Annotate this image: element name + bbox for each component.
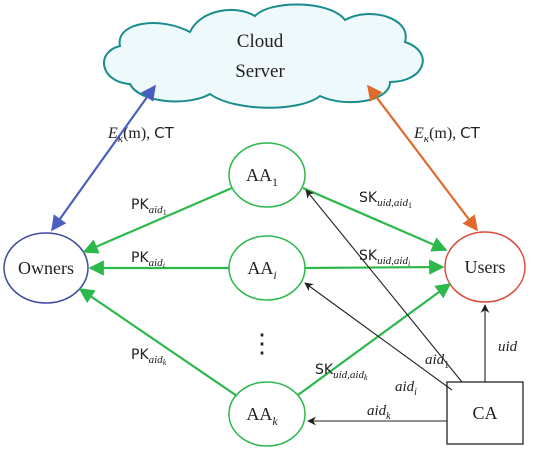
owners-cloud-arrow [51,84,156,232]
svg-text:AAk: AAk [246,404,278,428]
pk-aid1-label: PKaid1 [131,197,167,217]
users-cloud-arrow [367,84,478,232]
aa1-to-users-arrow [302,186,448,252]
cloud-label-line1: Cloud [237,31,284,52]
ca-to-aa1-arrow [305,189,463,383]
aa1-node: AA1 [228,142,306,208]
aai-node: AAi [228,235,306,301]
uid-label: uid [498,339,518,355]
aak-to-owners-arrow [78,288,238,397]
aai-label: AA [247,258,273,278]
cloud-label-line2: Server [235,61,285,82]
aai-to-users-arrow [304,259,445,275]
cloud-shape [103,3,424,109]
cloud-server-node: Cloud Server [103,3,424,109]
sk-uid-aidk-label: SKuid,aidk [315,362,368,382]
svg-text:AA1: AA1 [246,165,278,189]
ca-label: CA [472,403,497,423]
aidk-label: aidk [367,403,391,422]
aa-ellipsis: ⋮ [249,329,275,358]
aak-node: AAk [228,381,306,447]
aak-subscript: k [272,414,278,428]
aa1-subscript: 1 [272,175,278,189]
aa1-label: AA [246,165,272,185]
users-label: Users [465,257,506,277]
owners-node: Owners [3,232,89,304]
sk-uid-aidi-label: SKuid,aidi [359,248,410,268]
owner-cloud-label: Eκ(m), CT [107,124,175,145]
ca-to-aai-arrow [304,282,453,391]
ca-node: CA [446,381,524,445]
svg-text:AAi: AAi [247,258,276,282]
users-node: Users [444,231,526,303]
pk-aidi-label: PKaidi [131,250,165,270]
aak-label: AA [246,404,272,424]
aai-subscript: i [273,268,276,282]
aa1-to-owners-arrow [82,186,233,254]
user-cloud-label: Eκ(m), CT [413,124,481,145]
aidi-label: aidi [395,379,417,398]
sk-uid-aid1-label: SKuid,aid1 [359,190,412,210]
owners-label: Owners [18,258,74,278]
pk-aidk-label: PKaidk [131,347,167,367]
aid1-label: aid1 [425,352,449,371]
aak-to-users-arrow [297,283,452,396]
